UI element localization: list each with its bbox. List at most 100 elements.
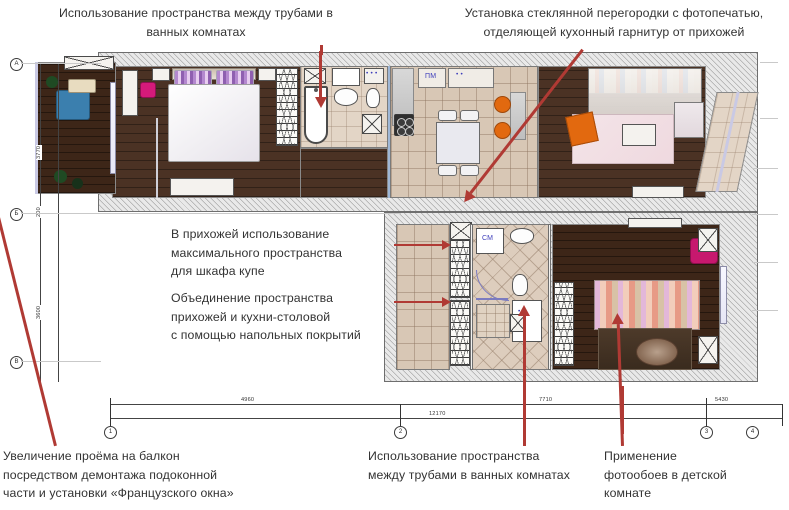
bar-stool-1 xyxy=(494,96,511,113)
plant-balcony-2 xyxy=(54,170,67,183)
children-window xyxy=(720,266,727,324)
living-console xyxy=(632,186,684,198)
right-tick-1 xyxy=(760,62,778,63)
wall-bath-children xyxy=(548,224,551,370)
dining-chair-4 xyxy=(460,165,479,176)
photo-wallpaper-children xyxy=(594,280,700,330)
balcony-left-armchair xyxy=(56,90,90,120)
dim-horiz-7710: 7710 xyxy=(538,397,554,403)
dim-vertical-line xyxy=(58,64,59,382)
bathroom-second-door-leaf xyxy=(476,298,508,300)
bedroom-accent-chair xyxy=(140,82,156,98)
plant-balcony-1 xyxy=(46,76,58,88)
floor-plan: • • • ПМ • • xyxy=(35,52,759,392)
washing-machine-label: СМ xyxy=(482,235,494,242)
wardrobe-hallway-upper xyxy=(450,238,470,298)
right-tick-4 xyxy=(752,214,778,215)
glass-partition-photoprint xyxy=(388,66,390,198)
wardrobe-bedroom xyxy=(276,68,298,146)
dim-horiz-12170: 12170 xyxy=(428,411,447,417)
note-glass-partition: Установка стеклянной перегородки с фотоп… xyxy=(464,6,764,39)
dim-vertical-line-2 xyxy=(40,64,41,382)
armchair-orange xyxy=(565,111,599,147)
bathroom-mirror xyxy=(332,68,360,86)
balcony-left-railing xyxy=(35,62,38,194)
kitchen-sink-unit xyxy=(448,68,494,88)
dishwasher-label: ПМ xyxy=(425,73,437,80)
dining-table xyxy=(436,122,480,164)
sink-bathroom-main xyxy=(334,88,358,106)
kitchen-stove xyxy=(394,114,414,136)
bathroom-main-door xyxy=(362,114,382,134)
note-bathroom-pipes-bottom: Использование пространства между трубами… xyxy=(368,449,570,482)
note-french-window: Увеличение проёма на балкон посредством … xyxy=(3,449,234,500)
bathtub-mixer xyxy=(314,88,318,92)
right-tick-5 xyxy=(752,262,778,263)
bed-master xyxy=(168,84,260,162)
bathroom-second-door xyxy=(510,314,526,332)
gridmark-2: 2 xyxy=(394,426,407,439)
washing-machine xyxy=(476,228,504,254)
dim-tick-2 xyxy=(400,404,401,426)
coffee-table xyxy=(622,124,656,146)
kitchen-sink-dots: • • xyxy=(456,71,463,78)
corridor-upper xyxy=(300,148,388,198)
note-hallway-wardrobe: В прихожей использование максимального п… xyxy=(171,227,343,278)
bedroom-tv-unit xyxy=(170,178,234,196)
toilet-main xyxy=(366,88,380,108)
dim-tick-4 xyxy=(782,404,783,426)
sink-bathroom-second-top xyxy=(510,228,534,244)
gridmark-3: 3 xyxy=(700,426,713,439)
wardrobe-hallway-lower xyxy=(450,300,470,366)
gridmark-a: А xyxy=(10,58,23,71)
dining-chair-3 xyxy=(438,165,457,176)
gridmark-4: 4 xyxy=(746,426,759,439)
right-tick-3 xyxy=(752,168,778,169)
gridmark-v: В xyxy=(10,356,23,369)
dim-vert-3600: 3600 xyxy=(36,304,42,320)
guide-line-left xyxy=(523,386,526,434)
gridmark-b: Б xyxy=(10,208,23,221)
children-rug-round xyxy=(636,338,678,366)
toilet-second xyxy=(512,274,528,296)
right-tick-6 xyxy=(752,310,778,311)
wardrobe-children xyxy=(554,282,574,366)
room-hallway xyxy=(396,224,450,370)
dim-horiz-total-line xyxy=(110,418,782,419)
note-bathroom-pipes-top: Использование пространства между трубами… xyxy=(58,6,334,39)
dining-chair-1 xyxy=(438,110,457,121)
pipe-marker-top xyxy=(320,45,323,55)
bedroom-dresser xyxy=(122,70,138,116)
sofa-living-chaise xyxy=(674,102,704,138)
dining-chair-2 xyxy=(460,110,479,121)
nightstand-right xyxy=(258,68,276,81)
balcony-left-table xyxy=(68,79,96,93)
note-photo-wallpaper: Применение фотообоев в детской комнате xyxy=(604,449,727,500)
bathroom-fixture-dots: • • • xyxy=(366,70,378,77)
guide-line-right xyxy=(621,386,624,434)
children-desk xyxy=(628,218,682,228)
dim-tick-1 xyxy=(110,398,111,426)
plant-balcony-3 xyxy=(72,178,83,189)
dim-horiz-5430: 5430 xyxy=(714,397,730,403)
dim-horiz-upper-line xyxy=(110,404,782,405)
gridline-a xyxy=(21,63,101,64)
nightstand-left xyxy=(152,68,170,81)
stove-burner-2 xyxy=(405,118,414,127)
bedroom-partition xyxy=(156,118,158,198)
gridline-v xyxy=(21,361,101,362)
kitchen-dishwasher xyxy=(418,68,446,88)
wall-hallway-bath xyxy=(470,224,473,370)
french-window-opening xyxy=(110,82,116,174)
entry-door xyxy=(450,222,472,240)
stove-burner-4 xyxy=(405,127,414,136)
children-closet-top xyxy=(698,228,718,252)
dim-horiz-4960: 4960 xyxy=(240,397,256,403)
dim-tick-3 xyxy=(706,398,707,426)
right-tick-2 xyxy=(760,118,778,119)
dim-vert-3770: 3770 xyxy=(36,144,42,160)
bathtub-main xyxy=(304,86,328,144)
gridmark-1: 1 xyxy=(104,426,117,439)
bar-stool-2 xyxy=(494,122,511,139)
